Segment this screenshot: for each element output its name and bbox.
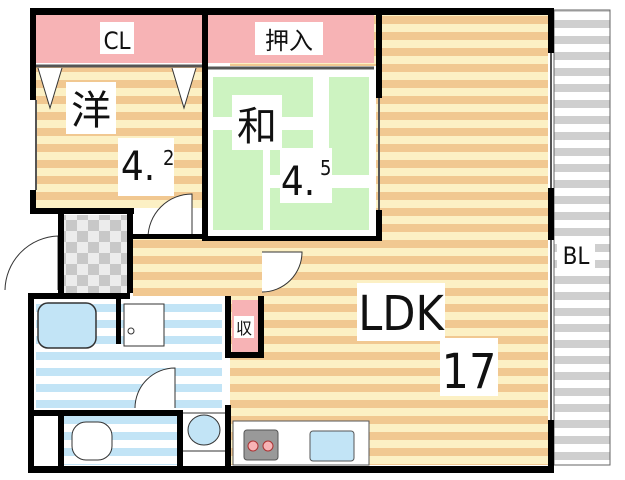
kitchen-sink — [309, 430, 355, 462]
ldk-size: 17 — [442, 344, 497, 400]
closet-label: CL — [103, 27, 130, 55]
western-size: 4. — [121, 144, 155, 190]
storage-label: 収 — [236, 319, 252, 338]
japanese-room: 和 4. 5 — [208, 66, 376, 236]
balcony: BL — [553, 9, 611, 466]
western-room: 洋 4. 2 — [36, 64, 202, 239]
bathroom-door[interactable] — [134, 367, 176, 409]
entrance-floor — [63, 215, 128, 293]
western-door[interactable] — [147, 193, 193, 239]
japanese-label: 和 — [237, 104, 277, 150]
oshiire-label: 押入 — [265, 27, 313, 55]
stove — [243, 429, 279, 461]
bathtub — [37, 302, 97, 349]
kitchen-counter — [232, 420, 370, 466]
japanese-size-decimal: 5 — [320, 156, 331, 180]
ldk-door[interactable] — [261, 251, 303, 293]
bathroom — [36, 300, 227, 465]
western-size-decimal: 2 — [163, 146, 174, 170]
washing-machine-space — [123, 303, 165, 347]
balcony-label: BL — [563, 242, 590, 270]
western-label: 洋 — [71, 88, 111, 134]
walls — [28, 8, 554, 473]
toilet-icon — [71, 421, 113, 461]
japanese-size: 4. — [281, 159, 315, 205]
entrance-door[interactable] — [4, 235, 59, 291]
ldk-label: LDK — [358, 286, 445, 342]
